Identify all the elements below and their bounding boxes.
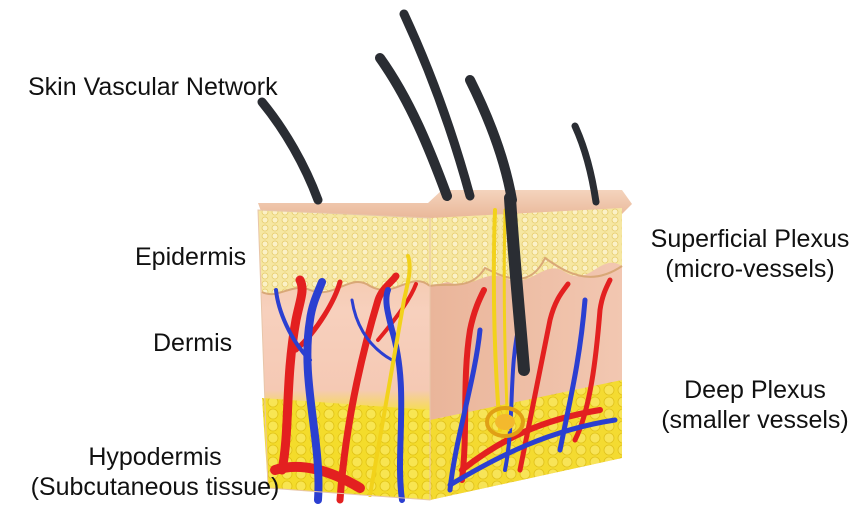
label-hypodermis-name: Hypodermis [0, 442, 310, 472]
hair-strand-icon [262, 14, 596, 202]
diagram-title: Skin Vascular Network [28, 72, 278, 102]
label-deep-plexus-note: (smaller vessels) [644, 405, 866, 435]
label-superficial-plexus: Superficial Plexus (micro-vessels) [634, 224, 866, 284]
label-epidermis: Epidermis [135, 242, 246, 272]
label-deep-plexus-name: Deep Plexus [644, 375, 866, 405]
label-hypodermis-note: (Subcutaneous tissue) [0, 472, 310, 502]
epidermis-layer [258, 210, 430, 294]
label-superficial-plexus-name: Superficial Plexus [634, 224, 866, 254]
label-deep-plexus: Deep Plexus (smaller vessels) [644, 375, 866, 435]
label-dermis: Dermis [153, 328, 232, 358]
label-hypodermis: Hypodermis (Subcutaneous tissue) [0, 442, 310, 502]
label-superficial-plexus-note: (micro-vessels) [634, 254, 866, 284]
